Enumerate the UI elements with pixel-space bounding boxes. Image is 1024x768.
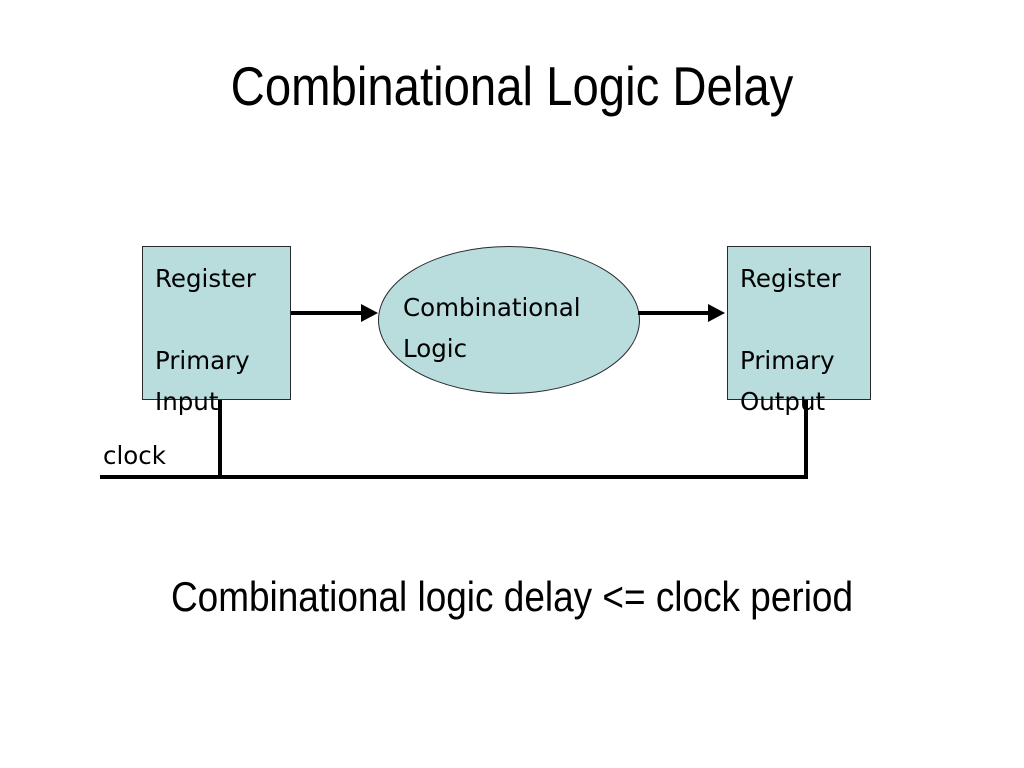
combinational-logic-label-line1: Combinational [403, 293, 581, 322]
register-output-label-line1: Register [740, 264, 841, 293]
register-input-label-line1: Register [155, 264, 256, 293]
register-output-label-line3: Primary [740, 346, 835, 375]
page-title: Combinational Logic Delay [230, 55, 794, 117]
arrow-input-to-logic-head-icon [361, 304, 378, 322]
slide-caption: Combinational logic delay <= clock perio… [170, 573, 854, 620]
arrow-logic-to-output-line [638, 311, 710, 315]
arrow-logic-to-output-head-icon [708, 304, 725, 322]
combinational-logic-ellipse[interactable]: Combinational Logic [378, 246, 640, 394]
clock-drop-line-right [804, 400, 808, 479]
register-primary-output-box[interactable]: Register Primary Output [727, 246, 871, 416]
clock-label: clock [103, 441, 166, 470]
register-input-label-line4: Input [155, 387, 219, 416]
register-primary-input-box[interactable]: Register Primary Input [142, 246, 291, 416]
clock-bus-line [100, 475, 808, 479]
combinational-logic-label-line2: Logic [403, 334, 468, 363]
clock-drop-line-left [218, 400, 222, 479]
register-output-label-line4: Output [740, 387, 826, 416]
arrow-input-to-logic-line [291, 311, 363, 315]
register-input-label-line3: Primary [155, 346, 250, 375]
